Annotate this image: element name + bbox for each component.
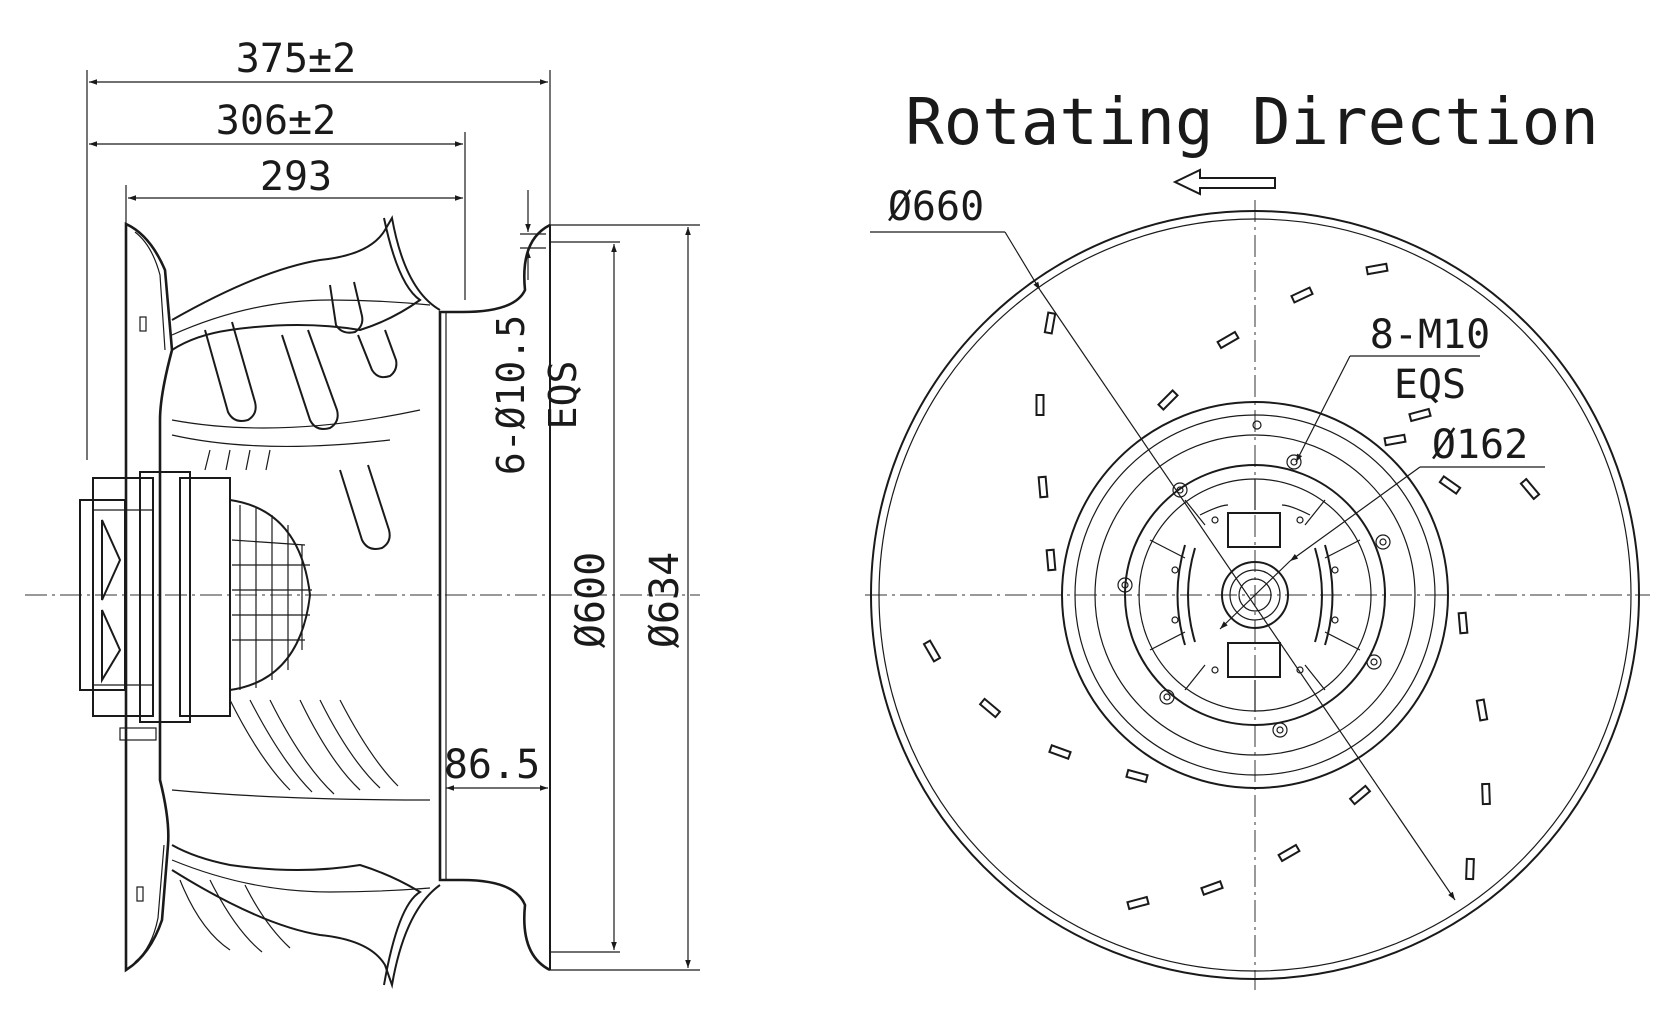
left-arrow-icon (1172, 168, 1276, 196)
dimension-660: Ø660 (870, 184, 1456, 901)
impeller-back-plate (124, 221, 174, 973)
hub-window-top (1227, 512, 1281, 548)
shaft-ring-inner (1229, 569, 1281, 621)
impeller-shroud-bottom (171, 844, 441, 989)
front-view: Rotating Direction (865, 86, 1650, 990)
hub-slot-top-left (1199, 504, 1229, 516)
dimension-bolt-holes: 6-Ø10.5 EQS (489, 190, 585, 475)
inlet-outer-circle (1061, 401, 1449, 789)
dimension-293: 293 (128, 154, 463, 201)
dim-634-label: Ø634 (642, 552, 688, 648)
dim-306-label: 306±2 (216, 98, 336, 144)
outer-rim (870, 210, 1640, 980)
impeller-blades-top (171, 281, 421, 550)
hub-outer (1124, 464, 1386, 726)
hub-window-bottom (1227, 642, 1281, 678)
dim-293-label: 293 (260, 154, 332, 200)
outer-rim-inner (878, 218, 1632, 972)
inlet-inner-circle (1074, 414, 1436, 776)
back-plate-hole-top (139, 316, 147, 332)
bolt-circle (1094, 434, 1416, 756)
hub-slot-top-right (1281, 504, 1311, 516)
dimension-634: Ø634 (642, 227, 691, 968)
dimension-306: 306±2 (89, 98, 463, 147)
dim-86-5-label: 86.5 (444, 742, 540, 788)
hub-slot-right (1314, 544, 1334, 646)
hub-mounting-holes (1117, 420, 1391, 738)
dimension-162: Ø162 (1219, 422, 1545, 630)
motor-body (79, 471, 312, 723)
dimension-375: 375±2 (89, 36, 548, 85)
hub-spokes (1149, 479, 1361, 711)
impeller-shroud-top (171, 215, 441, 351)
impeller-blades-bottom (171, 449, 431, 953)
dim-m10-label: 8-M10 (1370, 312, 1490, 358)
dim-m10-eqs-label: EQS (1394, 362, 1466, 408)
dim-bolt-holes-label: 6-Ø10.5 (489, 315, 533, 475)
dim-660-label: Ø660 (888, 184, 984, 230)
shaft-ring (1221, 561, 1289, 629)
dim-375-label: 375±2 (236, 36, 356, 82)
dim-162-label: Ø162 (1432, 422, 1528, 468)
support-bracket (119, 727, 157, 741)
dimension-86-5: 86.5 (444, 742, 548, 791)
hub-slot-left (1176, 544, 1196, 646)
dim-bolt-holes-eqs-label: EQS (541, 361, 585, 430)
inlet-ring (438, 223, 551, 972)
back-plate-hole-bottom (136, 886, 144, 902)
dimension-m10: 8-M10 EQS (1295, 312, 1490, 463)
rotating-direction-title: Rotating Direction (905, 86, 1599, 160)
side-view: 375±2 306±2 293 Ø600 Ø634 (25, 36, 700, 989)
shaft-center (1238, 578, 1272, 612)
blade-slots (922, 262, 1541, 911)
dim-600-label: Ø600 (568, 552, 614, 648)
dimension-600: Ø600 (568, 244, 617, 950)
